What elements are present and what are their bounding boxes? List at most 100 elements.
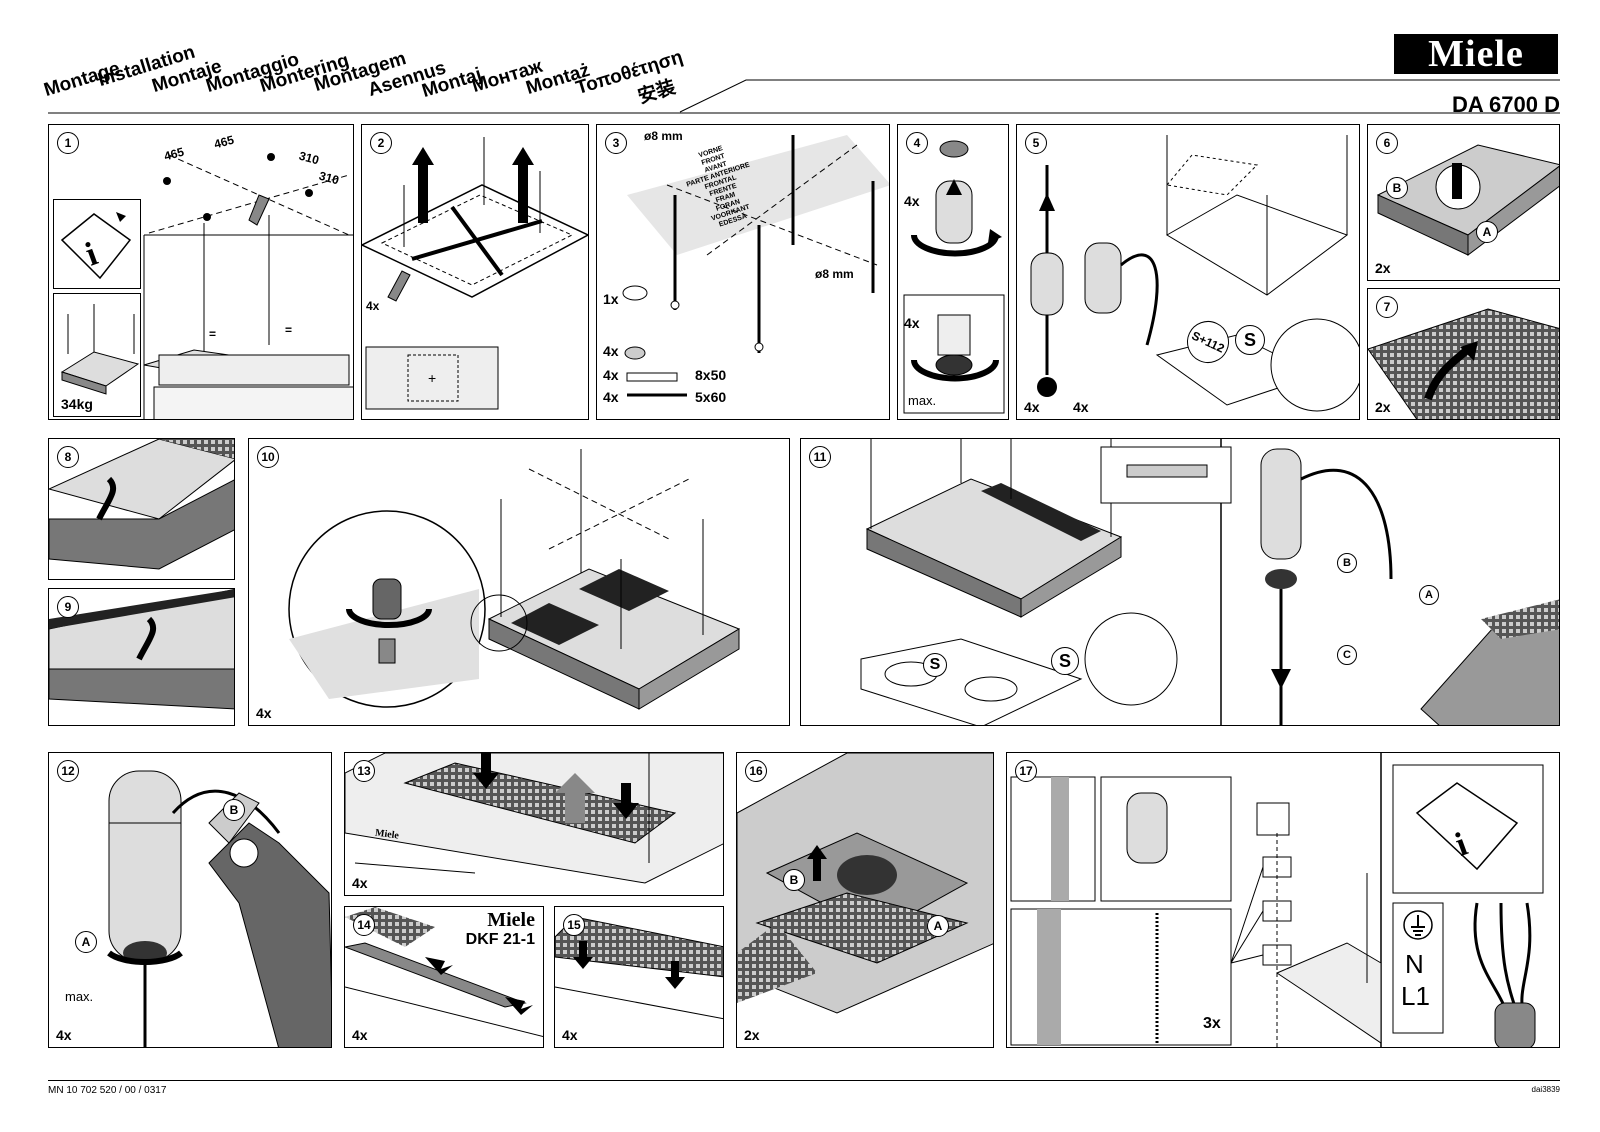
label-b: B [1337,553,1357,573]
levelling-illustration [860,439,1559,725]
quantity-label: 4x [603,367,619,383]
filter-model: DKF 21-1 [465,931,535,948]
step-number: 13 [353,760,375,782]
svg-text:+: + [428,370,436,386]
label-b: B [223,799,245,821]
step-number: 17 [1015,760,1037,782]
step-9-panel: 9 [48,588,235,726]
step-6-panel: 6 B A 2x [1367,124,1560,281]
quantity-label: 2x [1375,260,1391,276]
screw-size-label: 5x60 [695,389,727,405]
label-b: B [1386,177,1408,199]
step-number: 8 [57,446,79,468]
quantity-label: 4x [56,1027,72,1043]
step-number: 4 [906,132,928,154]
hood-mounting-illustration [288,449,741,710]
step-number: 3 [605,132,627,154]
quantity-label: 4x [366,299,380,313]
step-7-panel: 7 2x [1367,288,1560,420]
document-number: MN 10 702 520 / 00 / 0317 [48,1085,167,1096]
cable-cutting-illustration [107,770,331,1047]
hood-weight-box: 34kg [53,293,141,417]
quantity-label: 4x [256,705,272,721]
step-number: 15 [563,914,585,936]
quantity-label: 4x [352,875,368,891]
quantity-label: 2x [744,1027,760,1043]
quantity-label: 1x [603,291,619,307]
filter-insertion-illustration [345,753,723,884]
step-number: 10 [257,446,279,468]
s-distance-marker: S [923,653,947,677]
suspension-cable-illustration [1030,135,1359,412]
quantity-label: 4x [1024,399,1040,415]
label-c: C [1337,645,1357,665]
step-10-panel: 10 4x [248,438,790,726]
recirculation-filter-illustration [737,753,993,1014]
live-terminal-label: L1 [1401,981,1430,1011]
step-12-panel: 12 A B max. 4x [48,752,332,1048]
quantity-label: 3x [1203,1015,1221,1032]
label-a: A [75,931,97,953]
foil-removal-illustration [49,589,234,710]
step-number: 14 [353,914,375,936]
step-5-panel: 5 S+112 S 4x 4x [1016,124,1360,420]
step-2-panel: 2 + 4x [361,124,589,420]
step-14-panel: 14 Miele DKF 21-1 4x [344,906,544,1048]
document-code: dai3839 [1531,1085,1560,1094]
brand-label: Miele [487,909,535,931]
step-number: 11 [809,446,831,468]
equal-mark: = [285,323,293,337]
s-distance-marker: S [1235,325,1265,355]
weight-label: 34kg [61,396,93,412]
quantity-label: 4x [352,1027,368,1043]
ceiling-marking-illustration [143,153,353,419]
step-number: 2 [370,132,392,154]
label-a: A [1419,585,1439,605]
grease-filter-illustration [1368,308,1559,419]
quantity-label: 4x [904,193,920,209]
hood-icon [60,304,140,395]
footer-rule [48,1080,1560,1081]
step-16-panel: 16 B A 2x [736,752,994,1048]
max-label: max. [65,989,94,1004]
s-distance-marker: S [1051,647,1079,675]
step-4-panel: 4 4x 4x max. [897,124,1009,420]
quantity-label: 4x [603,389,619,405]
quantity-label: 4x [562,1027,578,1043]
quantity-label: 4x [1073,399,1089,415]
step-3-panel: 3 ø8 mm ø8 mm VORNE FRONT AVANT PARTE AN… [596,124,890,420]
miele-logo: Miele [1394,34,1558,74]
filter-removal-illustration [1376,144,1559,257]
label-b: B [783,869,805,891]
max-label: max. [908,393,937,408]
step-number: 9 [57,596,79,618]
step-number: 6 [1376,132,1398,154]
step-1-panel: 1 465 465 310 310 = = i 34kg [48,124,354,420]
step-13-panel: 13 Miele 4x [344,752,724,896]
neutral-terminal-label: N [1405,949,1424,979]
info-icon: i [60,212,132,280]
cable-holder-illustration [903,140,1005,414]
step-number: 12 [57,760,79,782]
quantity-label: 2x [1375,399,1391,415]
equal-mark: = [209,327,217,341]
step-11-panel: 11 S S B C A [800,438,1560,726]
step-8-panel: 8 [48,438,235,580]
step-number: 7 [1376,296,1398,318]
step-number: 5 [1025,132,1047,154]
drill-diameter-label: ø8 mm [644,129,683,143]
step-number: 1 [57,132,79,154]
label-a: A [1476,221,1498,243]
drilling-template-illustration [622,135,889,397]
dowel-size-label: 8x50 [695,367,727,383]
info-booklet-box: i [53,199,141,289]
protective-foil-illustration [49,439,234,570]
step-17-panel: 17 i 3x N L1 [1006,752,1560,1048]
model-number: DA 6700 D [1451,92,1560,117]
cable-clamp-illustration: i [1010,753,1544,1047]
step-number: 16 [745,760,767,782]
quantity-label: 4x [904,315,920,331]
drill-diameter-label: ø8 mm [815,267,854,281]
template-placement-illustration: + [362,137,588,410]
